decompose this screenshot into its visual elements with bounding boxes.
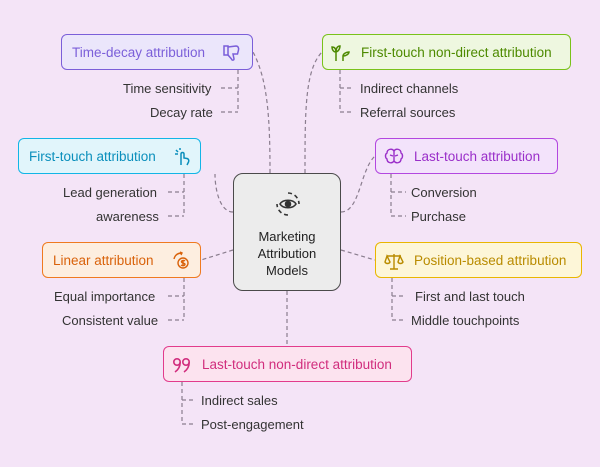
- node-first-touch: First-touch attribution: [18, 138, 201, 174]
- node-last-touch-label: Last-touch attribution: [414, 148, 541, 164]
- position-based-child-2: Middle touchpoints: [411, 313, 520, 328]
- node-linear-label: Linear attribution: [53, 252, 154, 268]
- node-linear: Linear attribution: [42, 242, 201, 278]
- node-time-decay: Time-decay attribution: [61, 34, 253, 70]
- node-time-decay-label: Time-decay attribution: [72, 44, 206, 60]
- first-touch-child-2: awareness: [96, 209, 159, 224]
- first-touch-non-direct-child-2: Referral sources: [360, 105, 456, 120]
- time-decay-child-2: Decay rate: [150, 105, 213, 120]
- link-first-touch: [214, 173, 234, 213]
- node-position-based-label: Position-based attribution: [414, 252, 567, 268]
- quote-icon: [172, 357, 191, 373]
- last-touch-child-1: Conversion: [411, 185, 477, 200]
- first-touch-non-direct-child-1: Indirect channels: [360, 81, 459, 96]
- eye-cycle-icon: [276, 192, 300, 216]
- pointer-click-icon: [175, 148, 190, 166]
- thumbs-down-icon: [223, 45, 240, 61]
- link-position-based: [340, 249, 376, 261]
- money-cycle-icon: [173, 251, 189, 269]
- node-first-touch-non-direct-label: First-touch non-direct attribution: [361, 44, 552, 60]
- sprout-icon: [331, 45, 350, 61]
- last-touch-child-2: Purchase: [411, 209, 466, 224]
- last-touch-non-direct-child-1: Indirect sales: [201, 393, 278, 408]
- time-decay-child-1: Time sensitivity: [123, 81, 212, 96]
- link-last-touch: [340, 155, 376, 213]
- linear-child-2: Consistent value: [62, 313, 159, 328]
- center-title: Marketing Attribution Models: [257, 229, 317, 278]
- first-touch-child-1: Lead generation: [63, 185, 157, 200]
- link-first-touch-non-direct: [304, 51, 323, 174]
- node-last-touch: Last-touch attribution: [375, 138, 558, 174]
- node-last-touch-non-direct: Last-touch non-direct attribution: [163, 346, 412, 382]
- last-touch-non-direct-child-2: Post-engagement: [201, 417, 304, 432]
- link-linear: [200, 249, 234, 261]
- scale-icon: [384, 254, 404, 270]
- node-first-touch-non-direct: First-touch non-direct attribution: [322, 34, 571, 70]
- linear-child-1: Equal importance: [54, 289, 156, 304]
- node-position-based: Position-based attribution: [375, 242, 582, 278]
- position-based-child-1: First and last touch: [415, 289, 525, 304]
- link-time-decay: [252, 51, 271, 174]
- brain-icon: [384, 148, 404, 164]
- center-node: Marketing Attribution Models: [233, 173, 341, 291]
- node-first-touch-label: First-touch attribution: [29, 148, 156, 164]
- node-last-touch-non-direct-label: Last-touch non-direct attribution: [202, 356, 392, 372]
